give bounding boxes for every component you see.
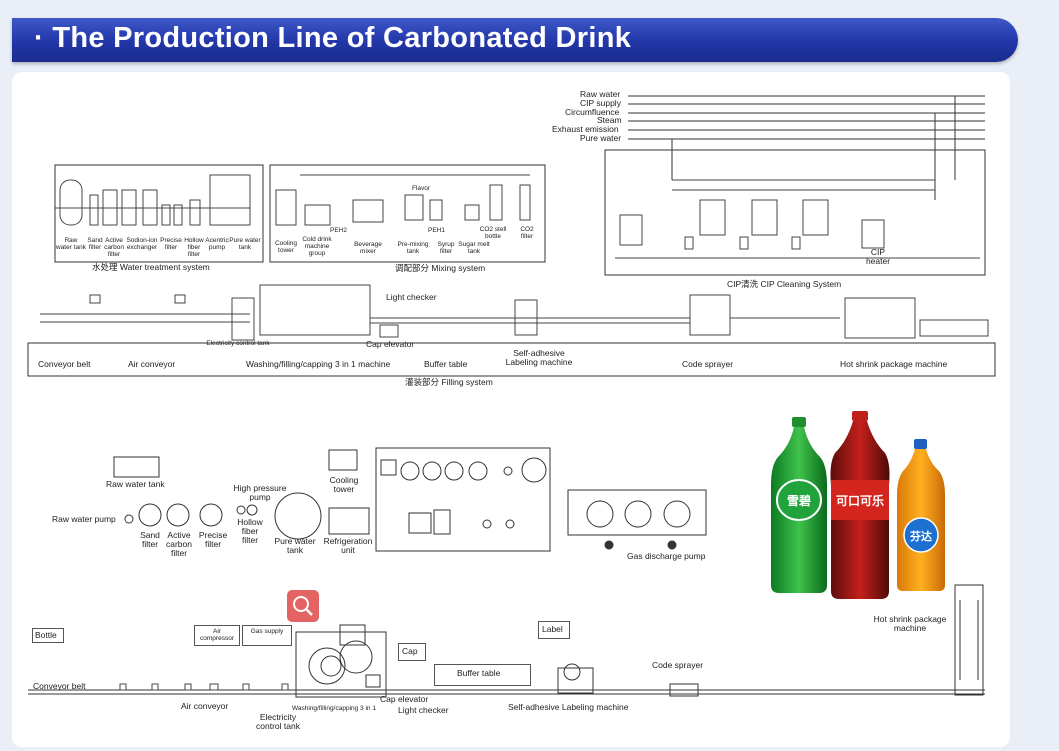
magnifier-icon: [293, 596, 313, 616]
mix-tag-flavor: Flavor: [412, 185, 431, 192]
bottle-box: Bottle: [32, 628, 64, 643]
fill-label-buffer: Buffer table: [424, 359, 468, 369]
high-pressure-pump: High pressure pump: [233, 483, 287, 502]
water-label-5: Hollow fiber filter: [184, 237, 204, 258]
fill-label-air: Air conveyor: [128, 359, 176, 369]
gas-discharge-pump: Gas discharge pump: [627, 551, 706, 561]
fill-label-labeling: Self-adhesive Labeling machine: [505, 348, 573, 367]
mix-label-1: Cold drink machine group: [302, 236, 332, 257]
supply-lines: [628, 95, 985, 200]
buffer-box: Buffer table: [434, 664, 531, 686]
sprite-text: 雪碧: [787, 493, 811, 508]
cap-label: Cap: [402, 646, 418, 656]
fill-label-code: Code sprayer: [682, 359, 734, 369]
fanta-bottle: 芬达: [897, 439, 945, 591]
fanta-text: 芬达: [909, 529, 932, 543]
water-system-title: 水处理 Water treatment system: [92, 262, 210, 272]
coke-text: 可口可乐: [836, 493, 884, 508]
water-label-0: Raw water tank: [56, 237, 86, 251]
gas-supply-label: Gas supply: [250, 628, 284, 635]
water-label-4: Precise filter: [160, 237, 182, 251]
filling-system-title: 灌装部分 Filling system: [405, 377, 493, 387]
mix-tag-peh1: PEH1: [428, 227, 445, 234]
filling-box: [27, 342, 996, 377]
light-checker-bottom: Light checker: [398, 705, 449, 715]
cip-system-title: CIP清洗 CIP Cleaning System: [727, 279, 842, 289]
pure-water-tank: Pure water tank: [274, 536, 316, 555]
labeling-bottom: Self-adhesive Labeling machine: [508, 702, 629, 712]
label-label: Label: [542, 624, 563, 634]
cip-heater: CIP heater: [865, 247, 891, 266]
mixing-system-title: 调配部分 Mixing system: [395, 263, 486, 273]
gas-supply-box: Gas supply: [242, 625, 292, 646]
water-label-3: Sodion-ion exchanger: [126, 237, 158, 251]
diagram-panel: [12, 72, 1010, 747]
coke-bottle: 可口可乐: [830, 411, 890, 599]
ect-top: Electricity control tank: [206, 340, 270, 347]
input-exhaust: Exhaust emission: [552, 124, 619, 134]
middle-schematic: [113, 447, 707, 552]
cip-box: [604, 149, 986, 276]
raw-water-pump: Raw water pump: [52, 514, 116, 524]
water-label-1: Sand filter: [87, 237, 103, 251]
water-treatment-box: [54, 164, 264, 263]
air-compressor-label: Air compressor: [200, 628, 234, 642]
active-carbon-filter: Active carbon filter: [166, 530, 192, 558]
cap-box: Cap: [398, 643, 426, 661]
precise-filter: Precise filter: [198, 530, 228, 549]
hollow-fiber-filter: Hollow fiber filter: [237, 517, 263, 545]
water-label-2: Active carbon filter: [104, 237, 124, 258]
mix-label-0: Cooling tower: [274, 240, 298, 254]
input-steam: Steam: [597, 115, 622, 125]
buffer-label: Buffer table: [457, 668, 501, 678]
water-label-7: Pure water tank: [229, 237, 261, 251]
ect-bottom: Electricity control tank: [256, 712, 300, 731]
bottom-schematic: [28, 584, 985, 698]
input-pure-water: Pure water: [580, 133, 622, 143]
air-compressor-box: Air compressor: [194, 625, 240, 646]
mix-label-5: Sugar melt tank: [458, 241, 490, 255]
raw-water-tank: Raw water tank: [106, 479, 165, 489]
mixing-box: [269, 164, 546, 263]
fill-label-wfc: Washing/filling/capping 3 in 1 machine: [246, 359, 391, 369]
mix-label-4: Syrup filter: [437, 241, 455, 255]
label-box: Label: [538, 621, 570, 639]
fill-label-hotshrink: Hot shrink package machine: [840, 359, 948, 369]
mix-label-6: CO2 stell bottle: [479, 226, 507, 240]
cap-elevator-bottom: Cap elevator: [380, 694, 429, 704]
sprite-bottle: 雪碧: [771, 417, 827, 593]
fill-label-conveyor: Conveyor belt: [38, 359, 91, 369]
mix-label-7: CO2 filter: [520, 226, 534, 240]
zoom-icon[interactable]: [287, 590, 319, 622]
mix-label-3: Pre-mixing tank: [397, 241, 429, 255]
bottle-label: Bottle: [35, 630, 57, 640]
air-conveyor-bottom: Air conveyor: [181, 701, 229, 711]
wfc-machine: [295, 631, 387, 698]
input-cip-supply: CIP supply: [580, 98, 621, 108]
title-banner: · The Production Line of Carbonated Drin…: [12, 18, 1018, 62]
page-title: · The Production Line of Carbonated Drin…: [34, 22, 632, 54]
light-checker-top: Light checker: [386, 292, 437, 302]
input-raw-water: Raw water: [580, 89, 621, 99]
mix-label-2: Beverage mixer: [354, 241, 382, 255]
code-sprayer: Code sprayer: [652, 660, 704, 670]
input-circumfluence: Circumfluence: [565, 107, 620, 117]
refrigeration-unit: Refrigeration unit: [323, 536, 373, 555]
cooling-tower: Cooling tower: [329, 475, 359, 494]
wfc-bottom: Washing/filling/capping 3 in 1: [292, 705, 376, 712]
mix-tag-peh2: PEH2: [330, 227, 347, 234]
hot-shrink-bottom: Hot shrink package machine: [873, 614, 947, 633]
conveyor-bottom: Conveyor belt: [33, 681, 86, 691]
cap-elevator-top: Cap elevator: [366, 339, 415, 349]
top-schematic: [27, 95, 996, 377]
sand-filter: Sand filter: [140, 530, 160, 549]
water-label-6: Acentric pump: [205, 237, 229, 251]
bottles-photo: 雪碧 可口可乐 芬达: [771, 411, 945, 599]
